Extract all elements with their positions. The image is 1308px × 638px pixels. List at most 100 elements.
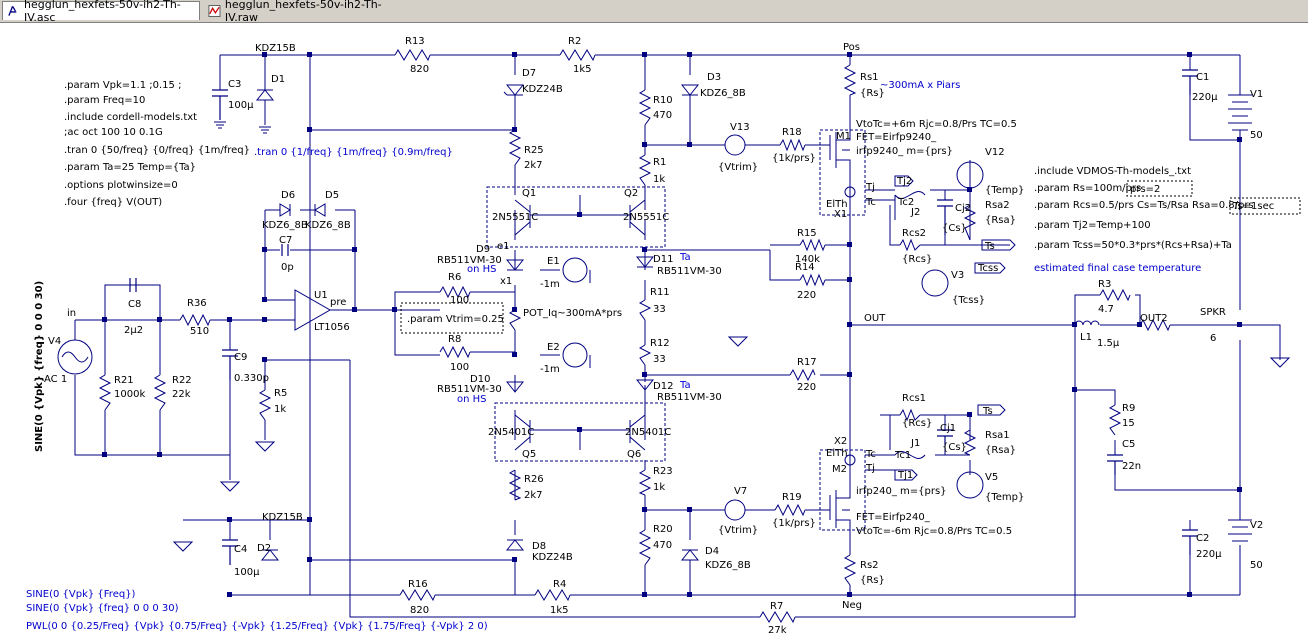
x2-thermal-node bbox=[844, 454, 856, 466]
v4-symbol bbox=[57, 339, 93, 375]
component-value: 2µ2 bbox=[124, 325, 143, 336]
component-value: KDZ6_8B bbox=[305, 220, 351, 231]
component-ref: D1 bbox=[271, 74, 285, 85]
mosfet-annotations: VtoTc=+6m Rjc=0.8/Prs TC=0.5 FET=Eirfp92… bbox=[826, 119, 1017, 537]
component-value: 33 bbox=[653, 304, 666, 315]
directive-line: .param Rcs=0.5/prs Cs=Ts/Rsa Rsa=0.8/prs bbox=[1034, 200, 1254, 211]
d1-symbol bbox=[255, 89, 275, 125]
r20-symbol bbox=[638, 529, 652, 566]
component-ref: Rcs1 bbox=[902, 393, 926, 404]
component-value: KDZ15B bbox=[262, 512, 303, 523]
net-out2: OUT2 bbox=[1140, 313, 1168, 324]
q2-symbol bbox=[615, 199, 646, 236]
net-ts: Ts bbox=[984, 241, 995, 252]
junction-dots bbox=[102, 52, 1242, 597]
wires bbox=[74, 54, 1281, 618]
component-ref: R6 bbox=[448, 272, 461, 283]
r21-symbol bbox=[98, 374, 112, 411]
component-value: 50 bbox=[1250, 130, 1263, 141]
component-value: AC 1 bbox=[44, 374, 67, 385]
component-value: 27k bbox=[768, 625, 787, 636]
component-value: 1k5 bbox=[573, 64, 592, 75]
component-ref: V7 bbox=[734, 486, 747, 497]
component-value: 6 bbox=[1210, 333, 1216, 344]
component-value: 2k7 bbox=[524, 160, 543, 171]
component-value: 140k bbox=[795, 254, 820, 265]
r18-symbol bbox=[779, 138, 806, 152]
component-value: 1k bbox=[653, 482, 665, 493]
r25-symbol bbox=[508, 129, 522, 166]
schematic-canvas[interactable]: .param Vpk=1.1 ;0.15 ; .param Freq=10 .i… bbox=[0, 22, 1308, 638]
r2-symbol bbox=[559, 49, 596, 62]
component-ref: C3 bbox=[228, 79, 241, 90]
ts-param-box bbox=[1229, 197, 1301, 215]
component-ref: C2 bbox=[1196, 533, 1209, 544]
d2-symbol bbox=[260, 549, 280, 561]
prs-param: prs=2 bbox=[1130, 184, 1160, 195]
d9-symbol bbox=[505, 259, 525, 271]
component-ref: R1 bbox=[653, 157, 666, 168]
component-value: 2N5551C bbox=[492, 212, 538, 223]
component-value: RB511VM-30 bbox=[437, 384, 502, 395]
tab-schematic[interactable]: hegglun_hexfets-50v-ih2-Th-IV.asc bbox=[2, 0, 200, 24]
component-value: irfp240_ m={prs} bbox=[856, 486, 947, 497]
component-ref: R5 bbox=[274, 388, 287, 399]
rcs2-symbol bbox=[899, 238, 921, 252]
component-ref: R13 bbox=[405, 36, 425, 47]
component-value: {Tcss} bbox=[952, 295, 985, 306]
component-value: -1m bbox=[540, 364, 560, 375]
directive-line: ;ac oct 100 10 0.1G bbox=[64, 127, 163, 138]
directive-line: .tran 0 {50/freq} {0/freq} {1m/freq} bbox=[64, 145, 250, 156]
component-ref: R11 bbox=[650, 287, 670, 298]
q6-symbol bbox=[615, 414, 646, 451]
e2-symbol bbox=[562, 342, 588, 368]
component-ref: E2 bbox=[547, 342, 560, 353]
pot-symbol bbox=[508, 309, 522, 331]
component-value: irfp9240_ m={prs} bbox=[856, 146, 953, 157]
component-ref: Q2 bbox=[624, 188, 638, 199]
component-value: {Rsa} bbox=[985, 215, 1016, 226]
component-ref: C1 bbox=[1196, 72, 1209, 83]
prs-param-box bbox=[1126, 180, 1193, 197]
component-ref: R23 bbox=[653, 466, 673, 477]
r26-symbol bbox=[508, 469, 522, 501]
r19-symbol bbox=[774, 503, 806, 517]
component-value: {Rsa} bbox=[985, 445, 1016, 456]
component-value: {Temp} bbox=[985, 492, 1024, 503]
rcs1-symbol bbox=[899, 408, 921, 422]
v1-battery bbox=[1228, 94, 1252, 131]
component-labels: R13 820 R2 1k5 R16 820 R4 1k5 R7 27k R25… bbox=[44, 36, 1263, 636]
component-value: 22n bbox=[1122, 461, 1141, 472]
net-tc1: Tc1 bbox=[894, 450, 911, 461]
component-ref: M1 bbox=[836, 131, 851, 142]
vtrim-directive-box bbox=[400, 302, 504, 334]
component-ref: Rs1 bbox=[860, 72, 879, 83]
net-tj1: Tj1 bbox=[897, 470, 913, 481]
c3-symbol bbox=[212, 89, 228, 120]
v2-battery bbox=[1228, 519, 1252, 542]
component-ref: Q5 bbox=[522, 449, 536, 460]
component-value: RB511VM-30 bbox=[657, 392, 722, 403]
estimated-note: estimated final case temperature bbox=[1034, 263, 1201, 274]
component-value: 22k bbox=[172, 389, 191, 400]
waveform-icon bbox=[208, 4, 221, 17]
component-value: 100µ bbox=[234, 567, 260, 578]
d8-symbol bbox=[505, 539, 525, 551]
component-value: {Temp} bbox=[985, 185, 1024, 196]
component-ref: J1 bbox=[910, 438, 920, 449]
component-ref: Q6 bbox=[627, 449, 641, 460]
directive-line: .param Freq=10 bbox=[64, 95, 145, 106]
m1-symbol bbox=[829, 130, 851, 195]
capacitor-symbols bbox=[129, 69, 1198, 565]
component-value: 4.7 bbox=[1098, 304, 1114, 315]
component-ref: Rs2 bbox=[860, 560, 879, 571]
component-value: 220µ bbox=[1192, 92, 1218, 103]
net-tc2: Tc2 bbox=[897, 197, 914, 208]
component-ref: M2 bbox=[832, 464, 847, 475]
tab-waveform[interactable]: hegglun_hexfets-50v-ih2-Th-IV.raw bbox=[204, 0, 400, 24]
source-symbols bbox=[57, 94, 1252, 542]
component-ref: D5 bbox=[325, 190, 339, 201]
component-ref: E1 bbox=[547, 256, 560, 267]
component-value: KDZ24B bbox=[522, 84, 563, 95]
component-ref: D8 bbox=[532, 541, 546, 552]
